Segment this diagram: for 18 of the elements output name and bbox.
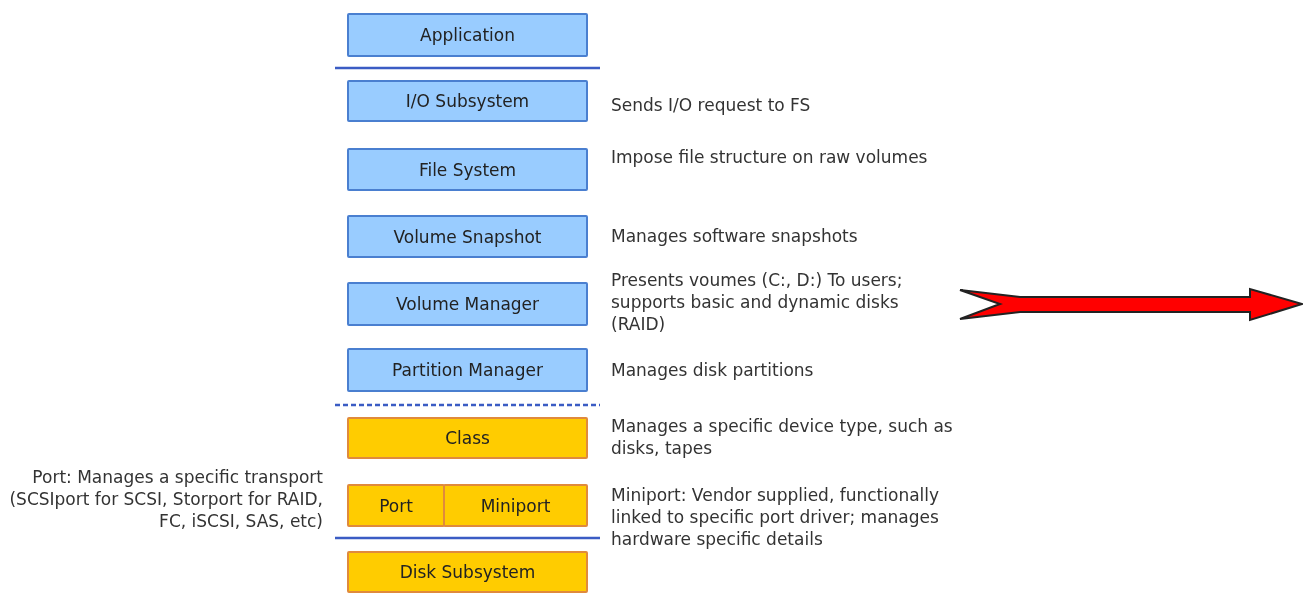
description-text: Manages disk partitions bbox=[611, 359, 815, 381]
description-text: Miniport: Vendor supplied, functionally linked to specific port driver; manages hardware specific details bbox=[611, 484, 941, 550]
layer-box: File System bbox=[347, 148, 588, 191]
layer-box: Partition Manager bbox=[347, 348, 588, 392]
description-text: Manages software snapshots bbox=[611, 225, 859, 247]
driver-box: Disk Subsystem bbox=[347, 551, 588, 593]
description-text: Presents voumes (C:, D:) To users; supports basic and dynamic disks (RAID) bbox=[611, 269, 904, 335]
layer-box: Volume Snapshot bbox=[347, 215, 588, 258]
layer-box: Volume Manager bbox=[347, 282, 588, 326]
layer-box: I/O Subsystem bbox=[347, 80, 588, 122]
description-text: Port: Manages a specific transport (SCSIport for SCSI, Storport for RAID, FC, iSCSI, SAS, etc) bbox=[8, 466, 323, 532]
description-text: Sends I/O request to FS bbox=[611, 94, 812, 116]
driver-box: Port bbox=[347, 484, 445, 527]
description-text: Manages a specific device type, such as disks, tapes bbox=[611, 415, 954, 459]
driver-box: Miniport bbox=[443, 484, 588, 527]
layer-box: Application bbox=[347, 13, 588, 57]
driver-box: Class bbox=[347, 417, 588, 459]
description-text: Impose file structure on raw volumes bbox=[611, 146, 929, 168]
